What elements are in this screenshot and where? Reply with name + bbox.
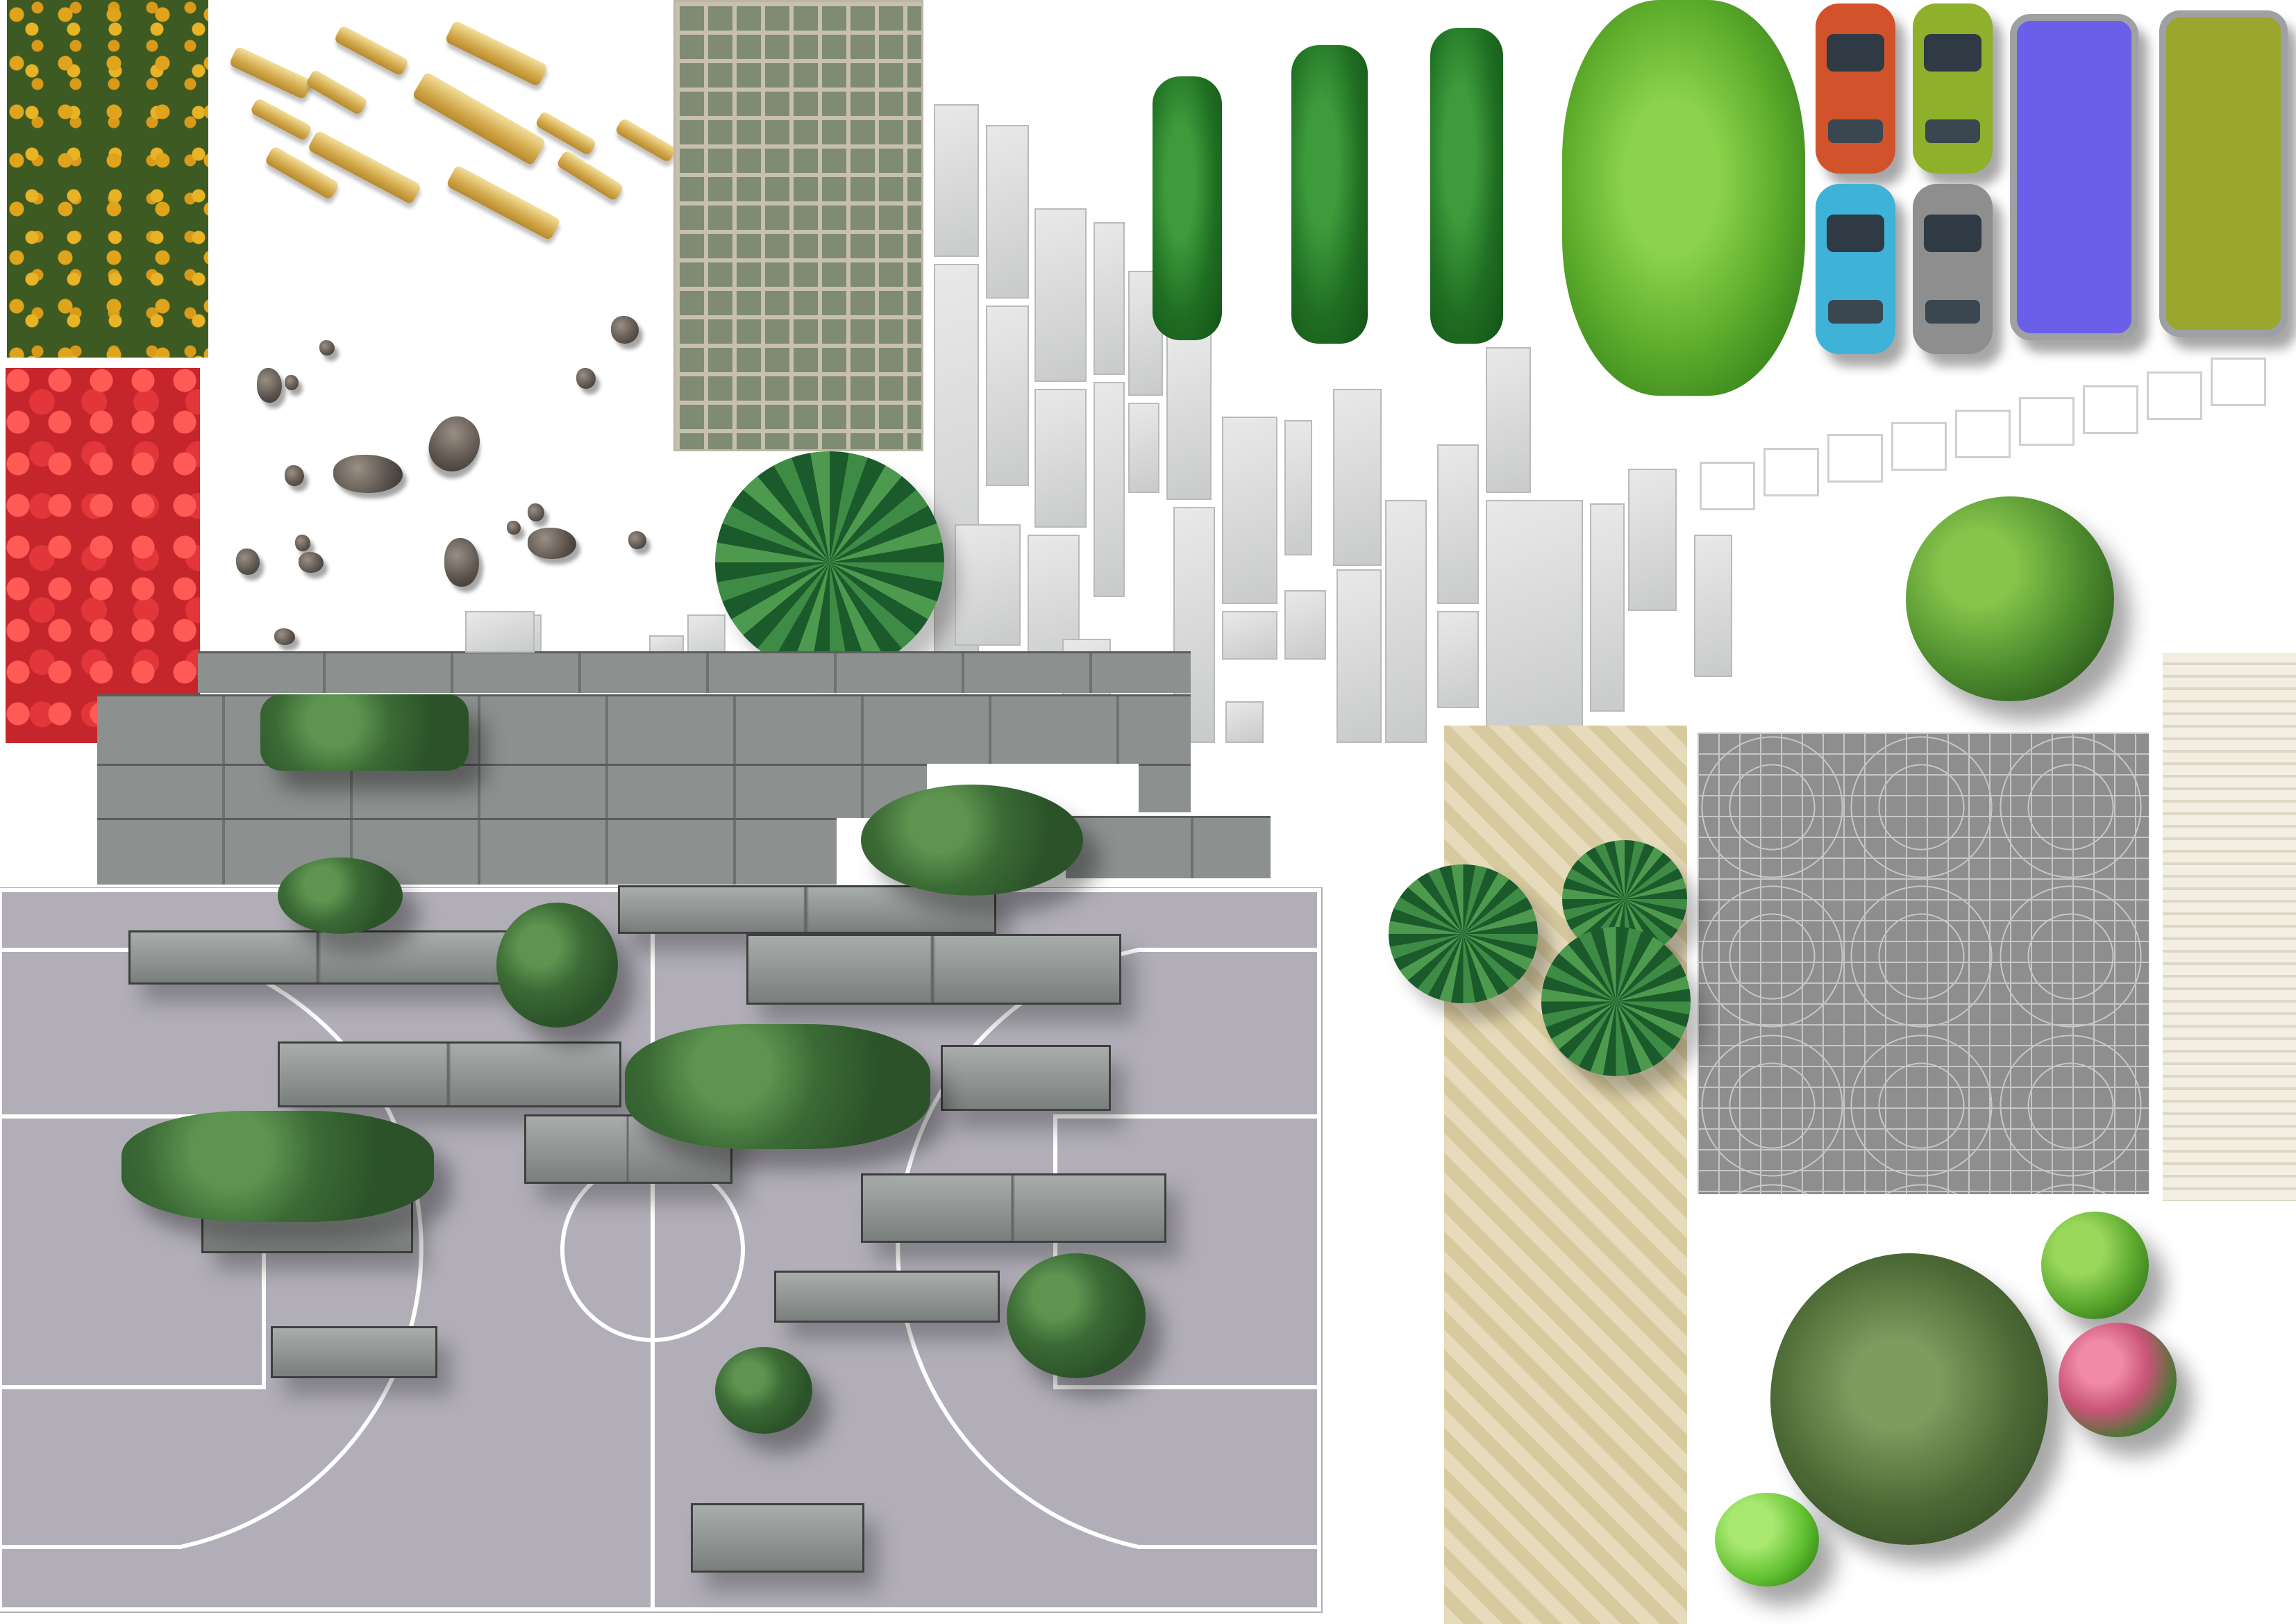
large-shrub-mass (1562, 0, 1805, 396)
plank (535, 110, 597, 156)
car-olive (1913, 3, 1993, 174)
rock (419, 408, 491, 481)
fan-pattern-paving (1698, 733, 2149, 1194)
court-lines (0, 888, 1321, 1612)
rock (444, 538, 479, 587)
rock (507, 521, 521, 535)
grass-grid-paver (673, 0, 923, 451)
rock (333, 455, 403, 493)
rock (628, 531, 646, 549)
car-grey (1913, 184, 1993, 354)
rock (295, 535, 310, 551)
pink-flowering-shrub (2059, 1323, 2177, 1437)
palm-tree (715, 451, 944, 673)
plank (228, 46, 313, 100)
rock (257, 368, 282, 403)
stone-block (746, 934, 1121, 1005)
rock (319, 340, 335, 355)
rock (528, 528, 576, 559)
plank (614, 117, 677, 163)
shrub (1007, 1253, 1146, 1378)
rock (528, 503, 544, 521)
green-ball (2041, 1212, 2149, 1319)
car-red (1816, 3, 1895, 174)
van-olive (2159, 10, 2288, 337)
plank (444, 19, 548, 87)
hedge (1291, 45, 1368, 344)
rock (285, 465, 304, 486)
bright-green-shrub (1715, 1493, 1819, 1587)
shrub (496, 903, 618, 1028)
palm-tree (1389, 864, 1538, 1003)
stone-block (861, 1173, 1166, 1243)
rock (299, 552, 324, 573)
rock (611, 316, 639, 344)
plank (305, 69, 369, 116)
shrub (260, 694, 469, 771)
plank (333, 24, 410, 77)
stone-block (618, 885, 996, 934)
red-flower-bed (6, 368, 200, 743)
timber-deck (2163, 653, 2296, 1201)
hedge (1153, 76, 1222, 340)
basketball-court (0, 887, 1323, 1613)
plank (411, 71, 547, 167)
plank (445, 165, 562, 241)
stone-block (128, 930, 510, 985)
palm-tree (1541, 927, 1691, 1076)
shrub (861, 785, 1083, 896)
rock (236, 549, 260, 575)
plank (555, 149, 625, 202)
shrub (121, 1111, 434, 1222)
hedge (1430, 28, 1503, 344)
stone-block (941, 1045, 1111, 1111)
stone-block (524, 1114, 732, 1184)
stone-block (691, 1503, 864, 1573)
shrub (278, 857, 403, 934)
rock (274, 628, 295, 645)
car-blue (1816, 184, 1895, 354)
round-shrub (1906, 496, 2114, 701)
rock (576, 368, 596, 389)
shrub (715, 1347, 812, 1434)
rock (285, 375, 299, 390)
stone-block (278, 1041, 621, 1107)
van-purple (2010, 14, 2138, 340)
shrub (625, 1024, 930, 1149)
stone-block (774, 1271, 1000, 1323)
large-canopy (1770, 1253, 2048, 1545)
plank (249, 97, 313, 142)
stone-block (271, 1326, 437, 1378)
yellow-flower-bed (7, 0, 208, 358)
